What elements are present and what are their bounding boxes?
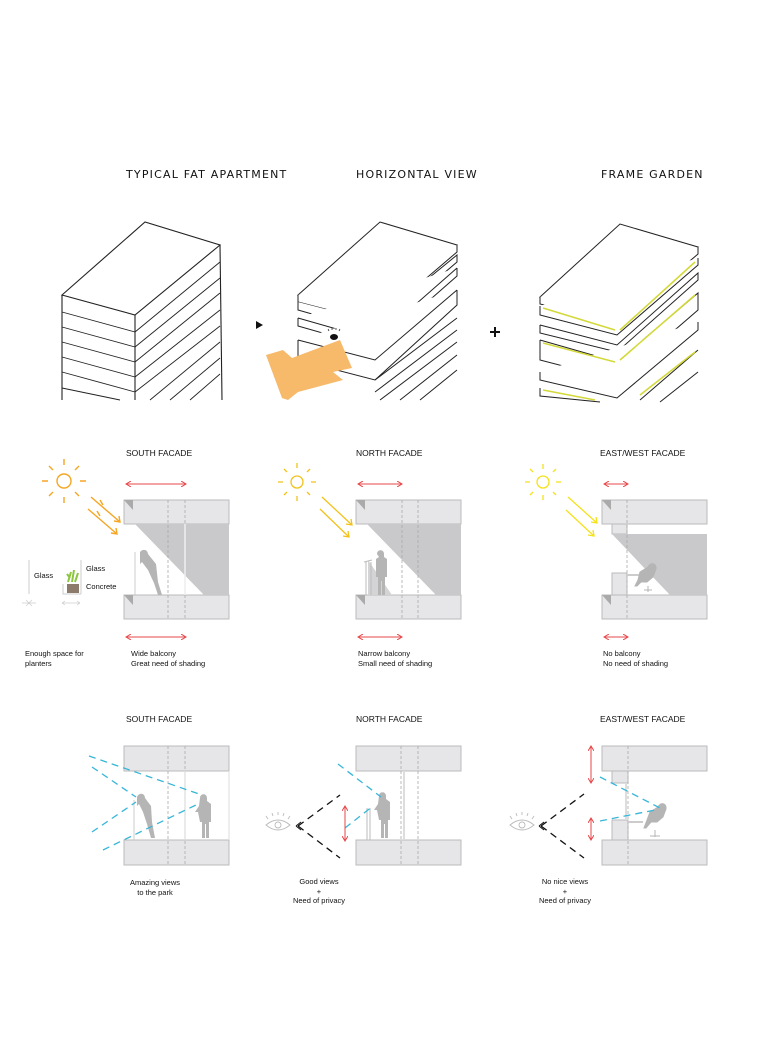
view-lines: [599, 776, 661, 822]
heading-south-facade-sun: SOUTH FACADE: [126, 448, 193, 458]
pointer-triangle-icon: [256, 321, 263, 329]
caption-north-sun: Narrow balcony Small need of shading: [358, 649, 432, 668]
south-facade-section: [123, 499, 230, 620]
caption-north-view: Good views + Need of privacy: [284, 877, 354, 906]
north-view-section: [355, 745, 462, 866]
sightlines: [297, 794, 341, 859]
person-figure: [195, 794, 211, 838]
caption-line: to the park: [137, 887, 173, 897]
heading-north-facade-sun: NORTH FACADE: [356, 448, 423, 458]
caption-line: Need of privacy: [292, 896, 346, 905]
eye-icon: [509, 812, 535, 831]
caption-south-sun: Wide balcony Great need of shading: [131, 649, 205, 668]
frame-garden-slabs: [538, 223, 700, 403]
caption-line: Good views: [299, 877, 339, 886]
legend-glass-label: Glass: [34, 571, 54, 580]
person-figure: [374, 792, 390, 838]
sun-rays-arrows: [87, 496, 121, 535]
caption-line: Great need of shading: [131, 658, 206, 668]
heading-south-facade-view: SOUTH FACADE: [126, 714, 193, 724]
typical-apartment-block: [60, 221, 223, 401]
heading-eastwest-facade-sun: EAST/WEST FACADE: [600, 448, 686, 458]
view-lines: [337, 763, 382, 829]
caption-line: planters: [25, 658, 52, 668]
hand-icon: [266, 340, 352, 400]
caption-line: Narrow balcony: [358, 649, 411, 658]
sun-icon: [278, 463, 316, 501]
sightlines: [540, 793, 585, 859]
caption-line: No nice views: [541, 877, 589, 886]
eye-icon: [327, 328, 341, 340]
caption-line: +: [316, 886, 322, 896]
eye-icon: [265, 812, 291, 831]
title-typical-fat-apartment: TYPICAL FAT APARTMENT: [126, 168, 288, 181]
north-facade-section: [355, 499, 462, 620]
legend-planter-concrete-label: Concrete: [86, 582, 117, 591]
title-horizontal-view: HORIZONTAL VIEW: [356, 168, 478, 181]
eastwest-view-section: [601, 745, 708, 866]
caption-line: No balcony: [603, 649, 641, 658]
plus-icon: [490, 327, 500, 337]
caption-line: Need of privacy: [538, 896, 592, 905]
heading-eastwest-facade-view: EAST/WEST FACADE: [600, 714, 686, 724]
person-seated-figure: [643, 803, 667, 837]
caption-line: No need of shading: [603, 658, 669, 668]
caption-line: Enough space for: [25, 649, 84, 658]
legend-planter: [61, 560, 82, 606]
caption-eastwest-sun: No balcony No need of shading: [603, 649, 668, 668]
south-view-section: [123, 745, 230, 866]
sun-icon: [525, 464, 561, 500]
caption-line: Small need of shading: [358, 658, 433, 668]
legend-glass: [22, 560, 36, 607]
caption-line: +: [562, 886, 568, 896]
eastwest-facade-section: [601, 499, 708, 620]
caption-south-view: Amazing views to the park: [120, 878, 190, 897]
title-frame-garden: FRAME GARDEN: [601, 168, 704, 181]
garden-greenery: [542, 261, 696, 401]
caption-eastwest-view: No nice views + Need of privacy: [528, 877, 602, 906]
sun-icon: [42, 459, 86, 503]
person-figure: [376, 550, 387, 595]
caption-line: Amazing views: [129, 878, 181, 887]
view-lines: [88, 755, 203, 851]
caption-line: Wide balcony: [131, 649, 177, 658]
person-seated-figure: [634, 563, 657, 592]
legend-caption: Enough space for planters: [25, 649, 84, 668]
person-figure: [137, 793, 155, 838]
heading-north-facade-view: NORTH FACADE: [356, 714, 423, 724]
legend-planter-glass-label: Glass: [86, 564, 106, 573]
person-figure: [140, 549, 162, 595]
